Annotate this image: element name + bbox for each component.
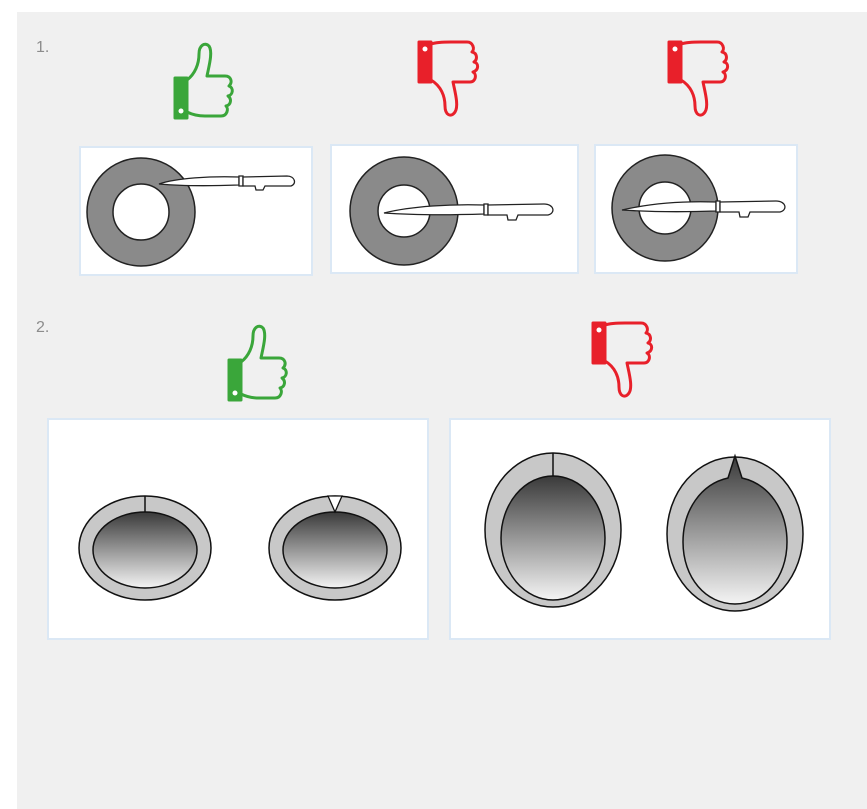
knob-marker-correct-example [47,418,429,640]
knife-centered-small-example [594,144,798,274]
thumbs-down-icon [665,38,735,120]
thumbs-up-icon [165,40,235,122]
knife-outer-edge-example [79,146,313,276]
section-2-number: 2. [36,319,49,337]
figure-panel: 1. [17,12,867,809]
knife-centered-example [330,144,579,274]
thumbs-down-icon [415,38,485,120]
thumbs-down-icon [589,319,659,401]
knob-marker-incorrect-example [449,418,831,640]
section-1-number: 1. [36,39,49,57]
thumbs-up-icon [219,322,289,404]
